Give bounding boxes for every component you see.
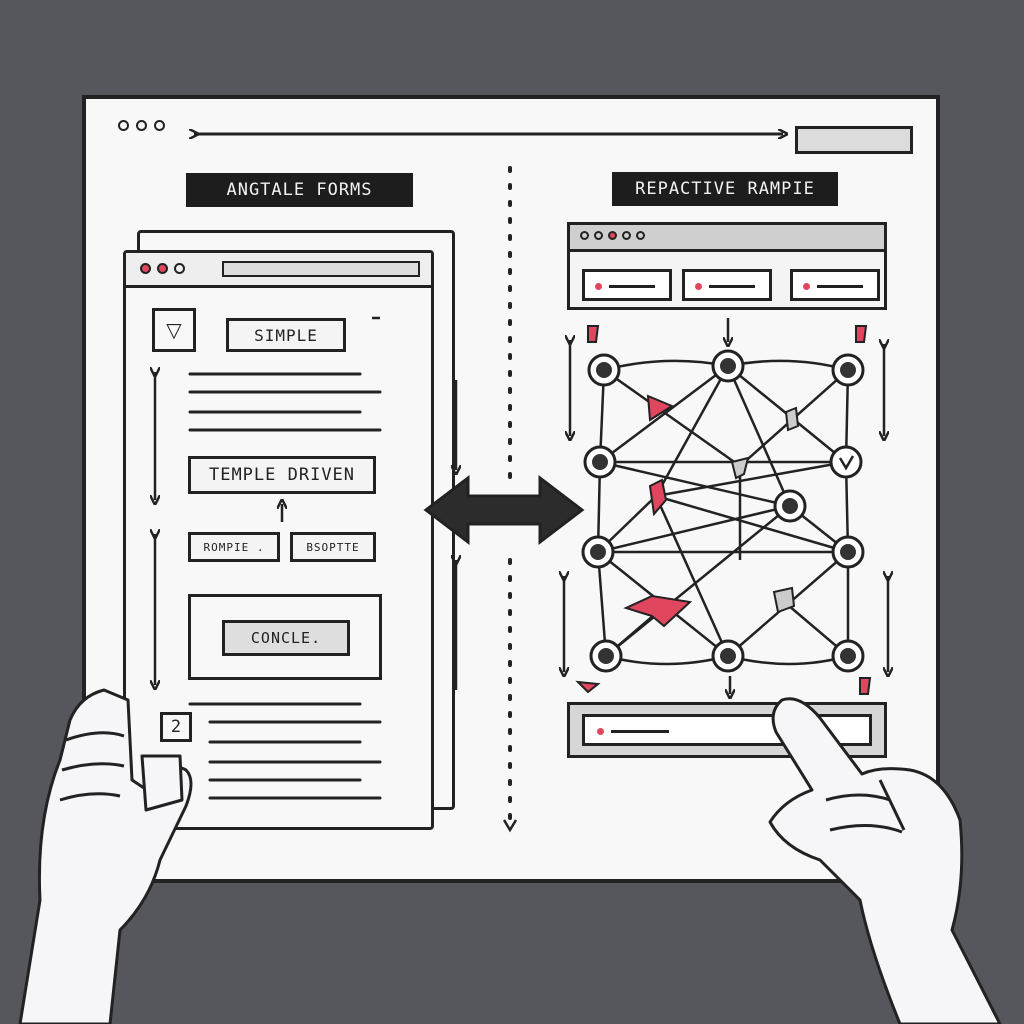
url-bar	[222, 261, 420, 277]
reactive-form-window	[567, 222, 887, 310]
window-controls	[118, 120, 165, 131]
form-control-input[interactable]	[682, 269, 772, 301]
header-bar	[795, 126, 913, 154]
small-field-left[interactable]: ROMPIE .	[188, 532, 280, 562]
submit-bar[interactable]	[567, 702, 887, 758]
marker-icon	[730, 406, 800, 614]
console-button[interactable]: CONCLE.	[222, 620, 350, 656]
small-field-right[interactable]: BSOPTTE	[290, 532, 376, 562]
left-section-title: ANGTALE FORMS	[186, 173, 413, 207]
graph-node-core	[590, 358, 856, 664]
form-control-input[interactable]	[790, 269, 880, 301]
form-control-input[interactable]	[582, 269, 672, 301]
template-driven-button[interactable]: TEMPLE DRIVEN	[188, 456, 376, 494]
dropdown-icon[interactable]: ▽	[152, 308, 196, 352]
double-arrow-icon	[423, 474, 585, 546]
marker-icon	[575, 325, 872, 695]
right-hand-illustration	[768, 697, 1002, 1024]
simple-button[interactable]: SIMPLE	[226, 318, 346, 352]
window-titlebar	[570, 225, 884, 252]
left-hand-illustration	[18, 688, 193, 1024]
graph-node	[581, 349, 865, 673]
form-control-graph	[596, 359, 850, 666]
window-titlebar	[126, 253, 431, 288]
right-section-title: REPACTIVE RAMPIE	[612, 172, 838, 206]
text-lines	[188, 372, 382, 800]
page-number: 2	[160, 712, 192, 742]
